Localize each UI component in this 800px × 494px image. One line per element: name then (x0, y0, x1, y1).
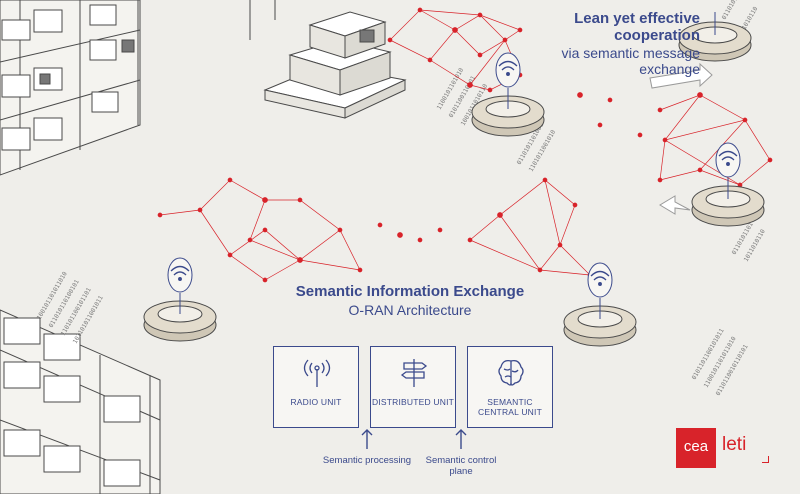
lower-shelving (0, 309, 161, 494)
upper-shelving (0, 0, 276, 176)
svg-text:0110101: 0110101 (721, 0, 740, 21)
signpost-icon (400, 359, 428, 387)
brain-icon (498, 359, 524, 386)
svg-text:1010110: 1010110 (741, 5, 760, 31)
arrow-up-icon (455, 429, 467, 449)
exchange-title: Semantic Information Exchange (295, 283, 525, 300)
cooperation-subtitle: via semantic message exchange (561, 45, 700, 77)
svg-text:0110110010110101: 0110110010110101 (715, 343, 750, 397)
semantic-processing-label: Semantic processing (322, 455, 412, 466)
svg-text:101101011001011: 101101011001011 (72, 294, 105, 345)
distributed-unit-label: DISTRIBUTED UNIT (371, 397, 455, 407)
arrow-up-icon (361, 429, 373, 449)
cooperation-title: Lean yet effective cooperation (574, 10, 700, 44)
pallet-boxes (263, 11, 407, 119)
distributed-unit-box: DISTRIBUTED UNIT (370, 346, 456, 428)
robot-left (143, 257, 217, 342)
logo-corner-mark (762, 456, 769, 463)
robots (143, 12, 765, 347)
central-unit-label: SEMANTIC CENTRAL UNIT (478, 397, 542, 417)
radio-unit-box: RADIO UNIT (273, 346, 359, 428)
antenna-icon (303, 359, 331, 387)
robot-right (691, 142, 765, 227)
radio-unit-label: RADIO UNIT (290, 397, 342, 407)
exchange-subtitle: O-RAN Architecture (348, 302, 472, 318)
wifi-icons (170, 60, 738, 286)
semantic-control-plane-label: Semantic control plane (425, 455, 497, 477)
robot-top-right (678, 12, 752, 62)
leti-logo: leti (722, 434, 747, 455)
robot-center-top (471, 52, 545, 137)
cea-logo: cea (676, 428, 716, 468)
central-unit-box: SEMANTIC CENTRAL UNIT (467, 346, 553, 428)
cooperation-arrow (649, 62, 713, 215)
robot-center-bottom (563, 262, 637, 347)
cea-leti-logo: cea leti (676, 428, 769, 468)
